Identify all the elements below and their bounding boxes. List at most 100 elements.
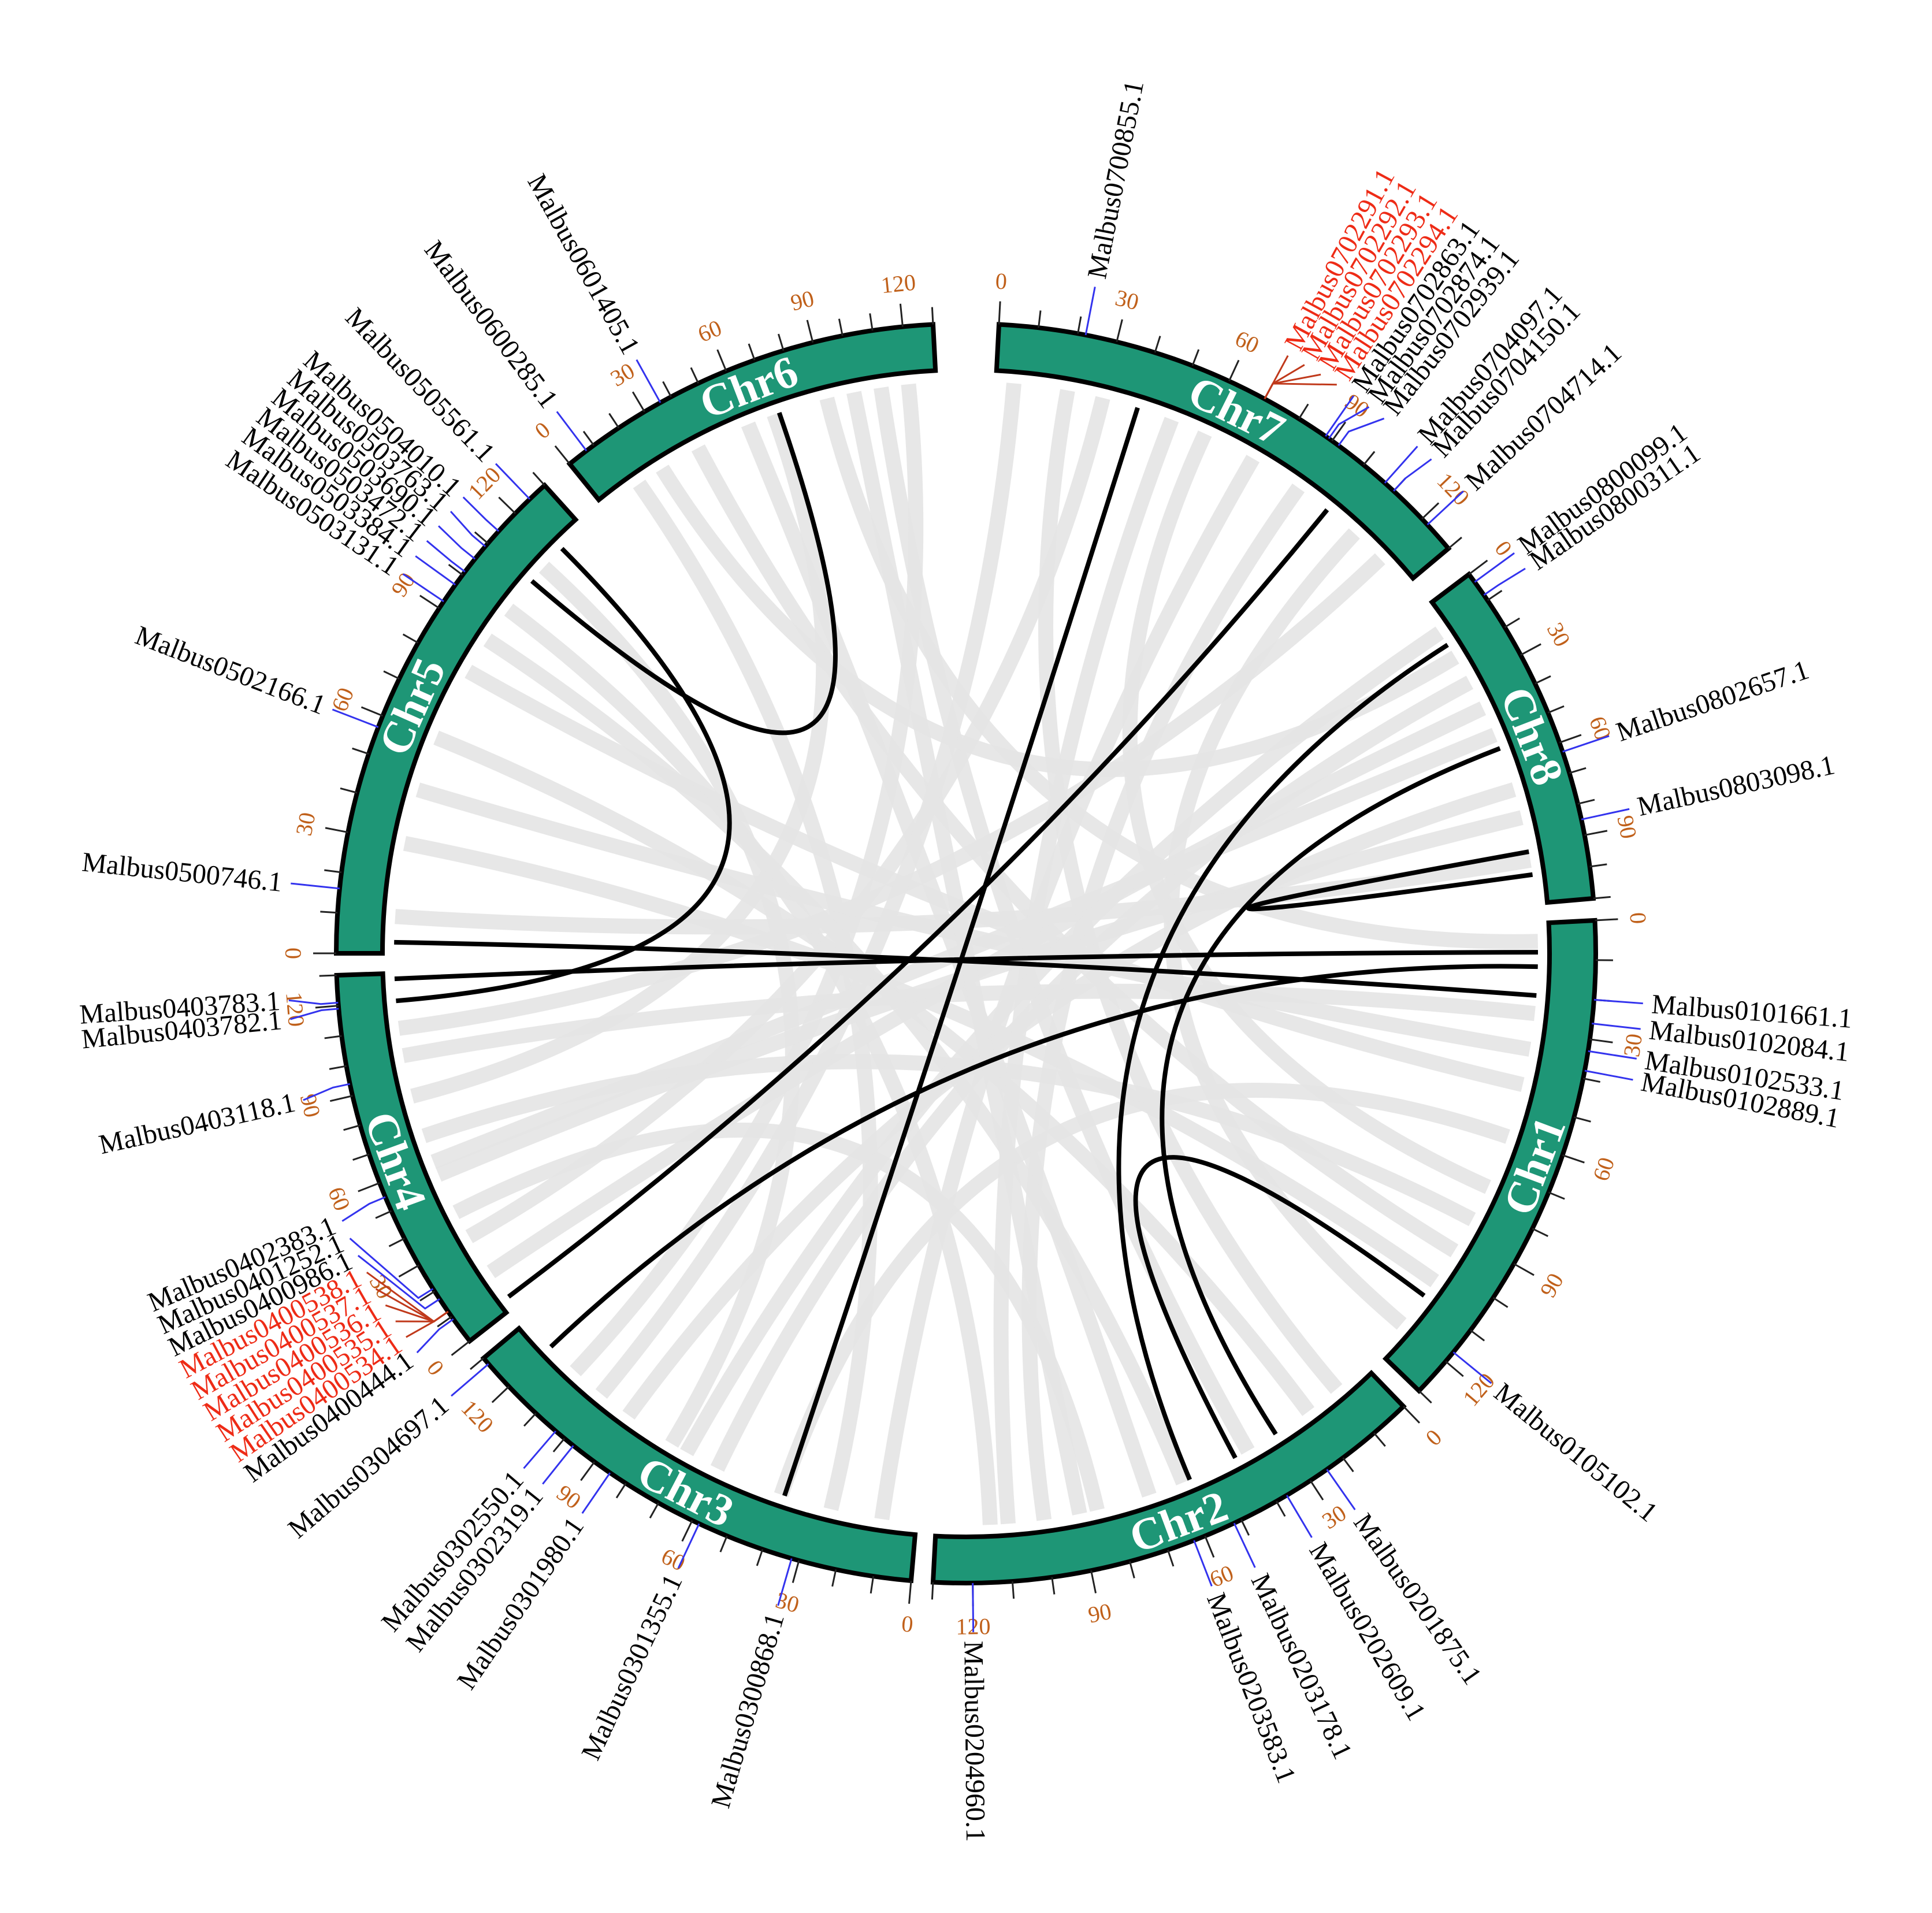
tick-mark [1242,1520,1249,1535]
tick-mark [358,1183,380,1191]
tick-mark [871,1576,873,1593]
chromosome-label: Chr1 [1493,1110,1575,1221]
tick-mark [1448,537,1462,548]
tick-mark [399,1265,419,1277]
tick-mark [749,344,755,360]
tick-label: 90 [788,285,817,315]
tick-label: 90 [1612,813,1642,841]
tick-mark [1470,1330,1484,1340]
gene-marker [1265,374,1321,399]
tick-mark [720,1536,727,1552]
tick-mark [757,1550,763,1566]
tick-label: 60 [326,684,359,715]
tick-mark [361,707,382,716]
tick-mark [330,1096,352,1101]
tick-mark [1091,1570,1096,1593]
chromosome-label: Chr6 [693,346,804,428]
tick-mark [663,381,671,397]
tick-mark [839,319,842,336]
tick-label: 30 [1618,1032,1647,1058]
tick-mark [793,1561,799,1583]
tick-mark [900,304,902,327]
tick-mark [682,1521,692,1541]
tick-label: 30 [606,358,639,392]
tick-label: 0 [422,1355,449,1380]
tick-mark [325,1036,342,1038]
tick-label: 0 [280,948,306,959]
tick-mark [1192,350,1199,366]
gene-marker [1086,287,1095,335]
tick-label: 90 [1535,1269,1569,1302]
gene-marker [524,1431,556,1468]
tick-mark [1012,1581,1013,1599]
gene-marker [543,1446,573,1484]
tick-mark [1168,1550,1173,1566]
tick-mark [499,497,515,514]
tick-mark [1559,735,1581,742]
tick-mark [449,564,463,575]
tick-mark [1548,706,1564,712]
gene-marker [973,1583,974,1632]
tick-mark [1078,317,1081,334]
gene-marker [1265,384,1337,399]
tick-mark [932,1583,933,1600]
tick-label: 30 [773,1587,802,1618]
tick-mark [1590,864,1607,867]
tick-mark [389,1239,404,1247]
tick-mark [352,748,369,754]
tick-mark [1583,1079,1600,1082]
tick-mark [1039,310,1041,328]
tick-mark [1310,1481,1323,1500]
tick-label: 90 [1086,1598,1113,1628]
tick-mark [1374,1433,1385,1446]
tick-mark [1343,1458,1353,1472]
gene-marker [417,1319,454,1353]
tick-label: 90 [552,1480,586,1514]
gene-label: Malbus0700855.1 [1082,78,1150,281]
tick-mark [1446,1361,1463,1376]
tick-mark [1363,451,1374,465]
tick-mark [555,446,570,464]
gene-label: Malbus0403118.1 [96,1087,298,1161]
tick-mark [1205,1536,1214,1557]
chromosome-label: Chr4 [355,1105,437,1217]
gene-label: Malbus0601405.1 [521,169,645,359]
gene-marker [1592,1024,1640,1029]
tick-mark [325,828,348,833]
tick-mark [909,1581,911,1604]
gene-label: Malbus0502166.1 [131,620,330,720]
tick-mark [329,1066,347,1069]
tick-mark [932,307,933,325]
tick-mark [1117,320,1123,342]
tick-mark [324,870,341,872]
gene-label: Malbus0300868.1 [705,1610,790,1811]
tick-label: 120 [281,991,310,1028]
tick-mark [1595,919,1618,920]
gene-marker [678,1524,699,1568]
chromosome-label: Chr8 [1491,680,1574,792]
tick-mark [1299,404,1308,418]
tick-mark [718,350,726,371]
tick-label: 120 [880,269,917,298]
tick-mark [320,912,337,913]
tick-mark [1532,1229,1548,1236]
gene-marker [439,526,475,559]
tick-mark [807,320,813,343]
tick-mark [1469,560,1488,574]
tick-mark [1403,1406,1420,1423]
tick-mark [1590,1039,1613,1042]
gene-marker [557,411,586,451]
tick-mark [470,1358,484,1369]
tick-mark [1514,1264,1534,1275]
tick-mark [650,1503,659,1518]
gene-label: Malbus0803098.1 [1634,749,1837,822]
tick-mark [315,1006,339,1008]
gene-marker [1287,1495,1311,1537]
tick-mark [1276,1501,1285,1516]
gene-marker [291,883,340,889]
gene-marker [451,511,485,547]
tick-mark [999,302,1000,325]
tick-mark [1593,897,1611,898]
tick-mark [833,1569,836,1586]
